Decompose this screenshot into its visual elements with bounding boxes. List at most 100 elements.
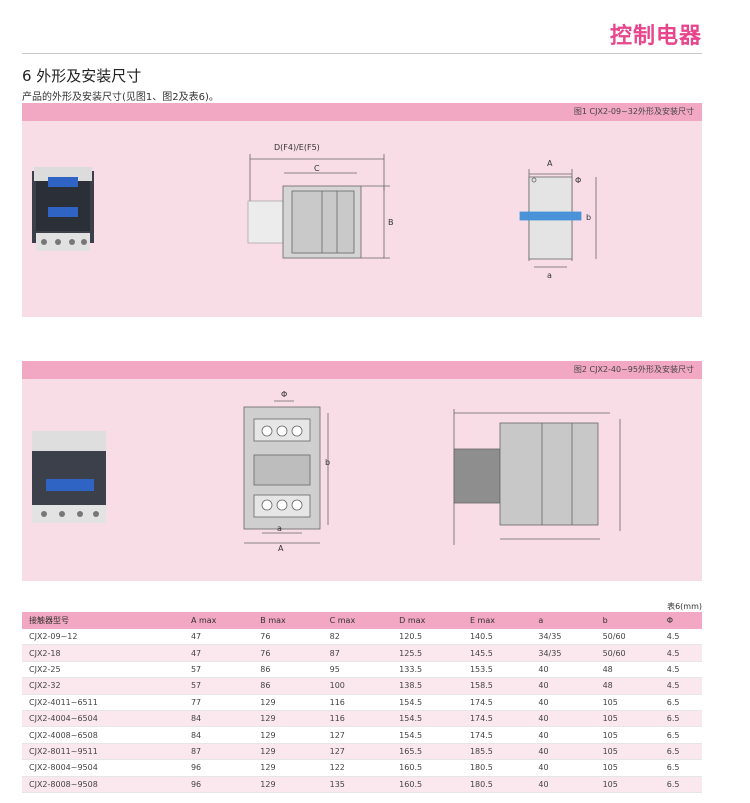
value-cell: 57: [183, 677, 254, 695]
value-cell: 129: [253, 694, 323, 711]
value-cell: 87: [322, 644, 393, 662]
side-view-diagram: [247, 154, 390, 259]
value-cell: 40: [531, 759, 596, 777]
model-cell: CJX2-32: [22, 677, 184, 695]
dim-label-phi: Φ: [575, 176, 581, 185]
value-cell: 57: [183, 661, 254, 679]
model-cell: CJX2-4008~6508: [22, 726, 184, 744]
value-cell: 40: [531, 710, 596, 728]
value-cell: 138.5: [392, 677, 463, 695]
side-view-diagram-2: [453, 409, 621, 545]
table-unit-label: 表6(mm): [667, 602, 702, 611]
value-cell: 4.5: [659, 677, 702, 695]
mounting-view-diagram: [519, 169, 597, 268]
figure2-drawing: Φ b a A: [32, 390, 621, 553]
value-cell: 77: [183, 694, 254, 711]
front-view-diagram: [243, 400, 329, 544]
value-cell: 120.5: [392, 629, 463, 646]
contactor-photo-small: [32, 167, 94, 251]
value-cell: 6.5: [659, 759, 702, 777]
value-cell: 87: [183, 743, 254, 761]
value-cell: 116: [322, 694, 393, 711]
value-cell: 86: [253, 677, 323, 695]
dim-label-a-big-2: A: [278, 544, 284, 553]
dim-label-a-top: A: [547, 159, 553, 168]
value-cell: 96: [183, 776, 254, 793]
header-cell: a: [531, 612, 596, 629]
value-cell: 84: [183, 710, 254, 728]
dim-label-c: C: [314, 164, 320, 173]
header-cell: B max: [253, 612, 323, 629]
section-subtitle: 产品的外形及安装尺寸(见图1、图2及表6)。: [22, 92, 219, 103]
figure1-caption: 图1 CJX2-09~32外形及安装尺寸: [573, 107, 694, 116]
header-cell: b: [595, 612, 660, 629]
value-cell: 4.5: [659, 661, 702, 679]
value-cell: 40: [531, 776, 596, 793]
value-cell: 154.5: [392, 726, 463, 744]
dim-label-d: D(F4)/E(F5): [274, 143, 320, 152]
value-cell: 105: [595, 759, 660, 777]
top-divider: [22, 53, 702, 54]
value-cell: 153.5: [462, 661, 532, 679]
value-cell: 48: [595, 677, 660, 695]
value-cell: 40: [531, 694, 596, 711]
value-cell: 105: [595, 776, 660, 793]
value-cell: 76: [253, 629, 323, 646]
model-cell: CJX2-8011~9511: [22, 743, 184, 761]
value-cell: 95: [322, 661, 393, 679]
value-cell: 4.5: [659, 629, 702, 646]
dim-label-a-small: a: [547, 271, 552, 280]
value-cell: 180.5: [462, 776, 532, 793]
value-cell: 127: [322, 726, 393, 744]
header-cell: A max: [183, 612, 254, 629]
figure2-caption: 图2 CJX2-40~95外形及安装尺寸: [573, 365, 694, 374]
value-cell: 105: [595, 743, 660, 761]
value-cell: 160.5: [392, 776, 463, 793]
model-cell: CJX2-8004~9504: [22, 759, 184, 777]
header-cell: C max: [322, 612, 393, 629]
value-cell: 34/35: [531, 629, 596, 646]
brand-title: 控制电器: [609, 24, 702, 49]
value-cell: 165.5: [392, 743, 463, 761]
value-cell: 105: [595, 710, 660, 728]
value-cell: 6.5: [659, 710, 702, 728]
value-cell: 100: [322, 677, 393, 695]
value-cell: 6.5: [659, 776, 702, 793]
dim-label-a-small-2: a: [277, 524, 282, 533]
value-cell: 185.5: [462, 743, 532, 761]
value-cell: 48: [595, 661, 660, 679]
value-cell: 40: [531, 677, 596, 695]
model-cell: CJX2-25: [22, 661, 184, 679]
figure1-panel: D(F4)/E(F5) C B A Φ b a: [22, 121, 702, 317]
value-cell: 40: [531, 726, 596, 744]
value-cell: 125.5: [392, 644, 463, 662]
value-cell: 158.5: [462, 677, 532, 695]
value-cell: 40: [531, 743, 596, 761]
value-cell: 145.5: [462, 644, 532, 662]
model-cell: CJX2-18: [22, 644, 184, 662]
dim-label-b-small: b: [586, 213, 591, 222]
value-cell: 40: [531, 661, 596, 679]
value-cell: 174.5: [462, 710, 532, 728]
section-title: 6 外形及安装尺寸: [22, 67, 142, 85]
value-cell: 154.5: [392, 710, 463, 728]
value-cell: 133.5: [392, 661, 463, 679]
header-cell: Φ: [659, 612, 702, 629]
value-cell: 105: [595, 726, 660, 744]
value-cell: 129: [253, 726, 323, 744]
figure1-drawing: D(F4)/E(F5) C B A Φ b a: [32, 143, 597, 280]
value-cell: 129: [253, 759, 323, 777]
value-cell: 50/60: [595, 629, 660, 646]
figure2-panel: Φ b a A: [22, 379, 702, 581]
figure2-caption-bar: 图2 CJX2-40~95外形及安装尺寸: [22, 361, 702, 379]
header-cell: 接触器型号: [22, 612, 184, 629]
dim-label-b: B: [388, 218, 394, 227]
